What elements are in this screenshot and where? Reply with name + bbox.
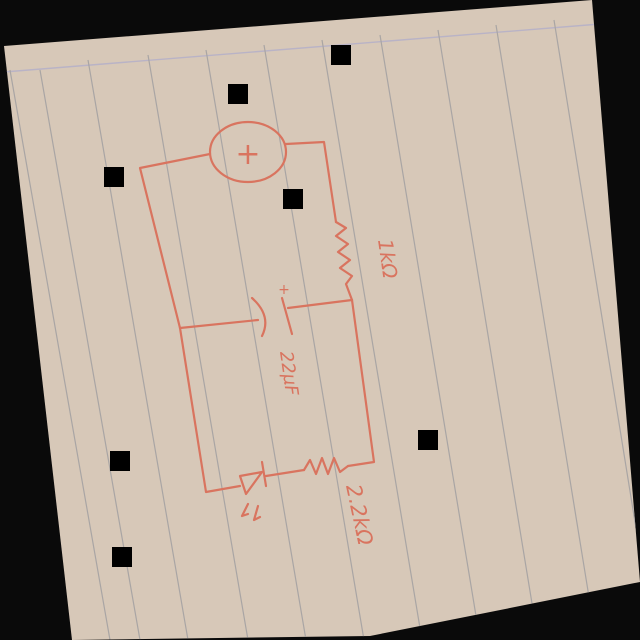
marker-square (228, 84, 248, 104)
wire-middle-right (286, 298, 354, 310)
resistor-2 (302, 456, 350, 476)
wire-top-right (284, 140, 338, 224)
led-bar (260, 460, 268, 488)
wire-right-down (346, 298, 376, 468)
voltage-source-symbol: + (235, 137, 260, 172)
marker-square (112, 547, 132, 567)
marker-square (418, 430, 438, 450)
capacitor-flat-plate (280, 296, 294, 336)
ruled-lines (4, 19, 640, 640)
wire-left-down (178, 326, 242, 494)
wire-led-resistor (264, 468, 306, 478)
paper-sheet (4, 0, 640, 640)
led-emission-arrows (240, 502, 262, 522)
marker-square (104, 167, 124, 187)
resistor-1-label: 1kΩ (373, 237, 402, 280)
capacitor-curved-plate (250, 296, 267, 338)
capacitor-polarity: + (278, 282, 290, 298)
fiducial-markers (104, 45, 438, 567)
resistor-1 (334, 220, 354, 302)
wire-top-left (138, 152, 212, 330)
led-diode (238, 470, 264, 496)
marker-square (110, 451, 130, 471)
voltage-source (208, 120, 288, 184)
marker-square (331, 45, 351, 65)
marker-square (283, 189, 303, 209)
wire-middle-left (178, 318, 260, 330)
